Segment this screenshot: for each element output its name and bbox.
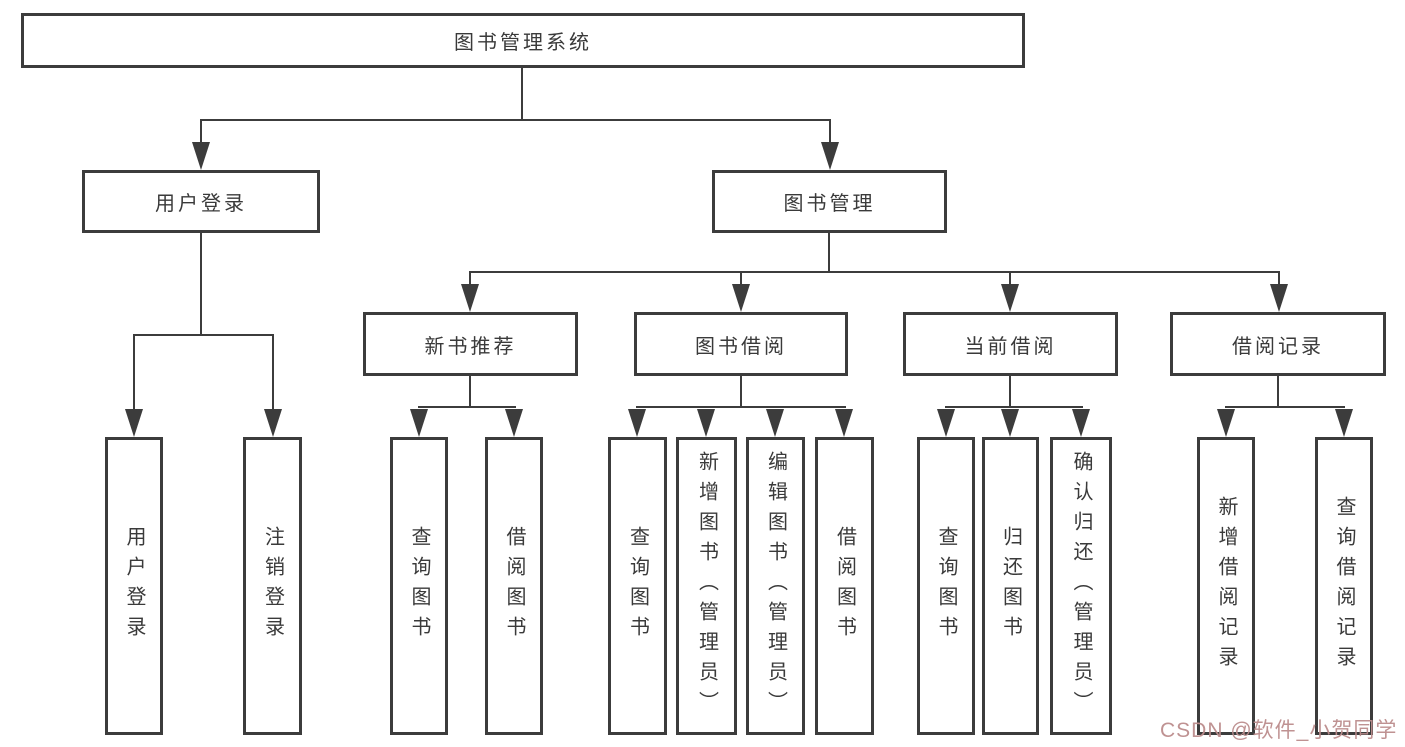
arrow-down-icon — [1217, 409, 1235, 437]
watermark: CSDN @软件_小贺同学 — [1160, 719, 1398, 742]
arrow-down-icon — [732, 284, 750, 312]
leaf-query-books: 查询图书 — [390, 437, 448, 735]
node-new-book-recommend: 新书推荐 — [363, 312, 578, 376]
arrow-down-icon — [1270, 284, 1288, 312]
leaf-label: 查询图书 — [408, 526, 430, 646]
leaf-label: 新增借阅记录 — [1215, 496, 1237, 676]
node-label: 当前借阅 — [964, 335, 1057, 358]
arrow-down-icon — [821, 142, 839, 170]
leaf-label: 编辑图书（管理员） — [764, 451, 787, 721]
node-root: 图书管理系统 — [21, 13, 1025, 68]
leaf-logout: 注销登录 — [243, 437, 302, 735]
arrow-down-icon — [1335, 409, 1353, 437]
leaf-label: 查询借阅记录 — [1333, 496, 1355, 676]
arrow-down-icon — [1001, 409, 1019, 437]
leaf-label: 查询图书 — [935, 526, 957, 646]
node-label: 图书借阅 — [695, 335, 787, 358]
connector-line — [418, 406, 516, 408]
leaf-label: 借阅图书 — [503, 526, 525, 646]
arrow-down-icon — [505, 409, 523, 437]
arrow-down-icon — [410, 409, 428, 437]
arrow-down-icon — [766, 409, 784, 437]
node-label: 图书管理 — [783, 193, 876, 215]
connector-line — [1277, 376, 1279, 408]
connector-line — [1009, 271, 1011, 287]
leaf-return-books: 归还图书 — [982, 437, 1039, 735]
leaf-label: 归还图书 — [999, 526, 1022, 646]
leaf-label: 借阅图书 — [833, 526, 856, 646]
node-book-management: 图书管理 — [712, 170, 947, 233]
arrow-down-icon — [697, 409, 715, 437]
leaf-label: 确认归还（管理员） — [1070, 451, 1092, 721]
arrow-down-icon — [628, 409, 646, 437]
connector-line — [200, 233, 202, 336]
leaf-query-borrow-record: 查询借阅记录 — [1315, 437, 1373, 735]
leaf-borrow-books: 借阅图书 — [815, 437, 874, 735]
connector-line — [272, 334, 274, 412]
leaf-query-books: 查询图书 — [917, 437, 975, 735]
leaf-user-login: 用户登录 — [105, 437, 163, 735]
node-borrow-records: 借阅记录 — [1170, 312, 1386, 376]
connector-line — [200, 119, 202, 151]
arrow-down-icon — [264, 409, 282, 437]
connector-line — [469, 271, 1280, 273]
connector-line — [828, 233, 830, 273]
leaf-label: 用户登录 — [123, 526, 145, 646]
leaf-label: 注销登录 — [261, 526, 284, 646]
connector-line — [133, 334, 135, 412]
node-label: 用户登录 — [155, 193, 247, 215]
leaf-borrow-books: 借阅图书 — [485, 437, 543, 735]
arrow-down-icon — [835, 409, 853, 437]
connector-line — [469, 376, 471, 408]
connector-line — [740, 271, 742, 287]
arrow-down-icon — [1072, 409, 1090, 437]
arrow-down-icon — [125, 409, 143, 437]
leaf-query-books: 查询图书 — [608, 437, 667, 735]
leaf-add-borrow-record: 新增借阅记录 — [1197, 437, 1255, 735]
arrow-down-icon — [461, 284, 479, 312]
arrow-down-icon — [1001, 284, 1019, 312]
connector-line — [1225, 406, 1345, 408]
leaf-label: 查询图书 — [626, 526, 649, 646]
node-label: 借阅记录 — [1232, 335, 1324, 358]
connector-line — [1009, 376, 1011, 408]
connector-line — [829, 119, 831, 151]
leaf-label: 新增图书（管理员） — [695, 451, 718, 721]
node-user-login: 用户登录 — [82, 170, 320, 233]
arrow-down-icon — [192, 142, 210, 170]
node-label: 新书推荐 — [424, 335, 517, 358]
leaf-edit-books-admin: 编辑图书（管理员） — [746, 437, 805, 735]
node-current-borrowing: 当前借阅 — [903, 312, 1118, 376]
arrow-down-icon — [937, 409, 955, 437]
connector-line — [521, 68, 523, 121]
leaf-add-books-admin: 新增图书（管理员） — [676, 437, 737, 735]
connector-line — [740, 376, 742, 408]
node-root-label: 图书管理系统 — [454, 32, 592, 54]
connector-line — [133, 334, 274, 336]
connector-line — [636, 406, 846, 408]
connector-line — [945, 406, 1083, 408]
node-book-borrowing: 图书借阅 — [634, 312, 848, 376]
connector-line — [200, 119, 831, 121]
connector-line — [469, 271, 471, 287]
leaf-confirm-return-admin: 确认归还（管理员） — [1050, 437, 1112, 735]
connector-line — [1278, 271, 1280, 287]
